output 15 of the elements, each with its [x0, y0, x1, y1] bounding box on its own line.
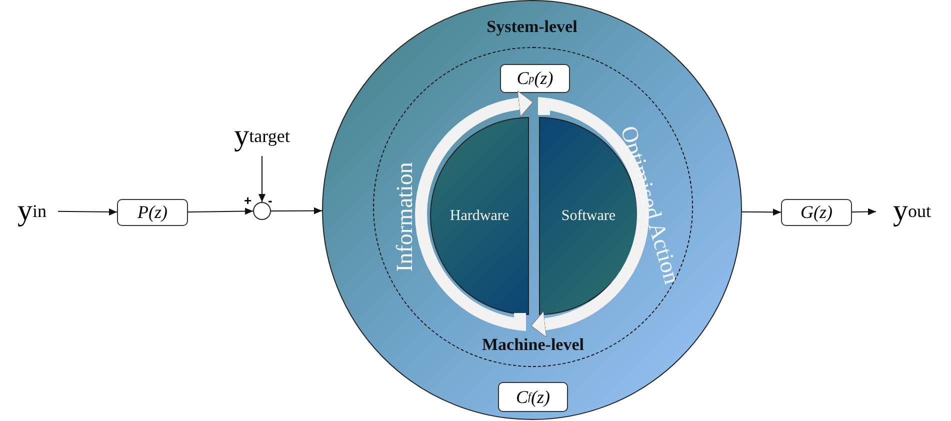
level-heading: System-level [486, 17, 578, 37]
arrow [58, 208, 118, 216]
arrow [742, 208, 782, 216]
arrow [188, 208, 254, 215]
transfer-function-box: G(z) [781, 199, 852, 226]
dashed-circle [373, 47, 693, 367]
sign-label: - [268, 193, 272, 208]
arrow [270, 207, 322, 214]
transfer-function-box: P(z) [117, 199, 188, 226]
summing-junction [253, 202, 271, 220]
edge-label: Information [392, 162, 418, 272]
sign-label: + [244, 193, 252, 208]
arrow [852, 208, 876, 216]
arrow [258, 156, 266, 202]
level-heading: Machine-level [482, 335, 584, 355]
